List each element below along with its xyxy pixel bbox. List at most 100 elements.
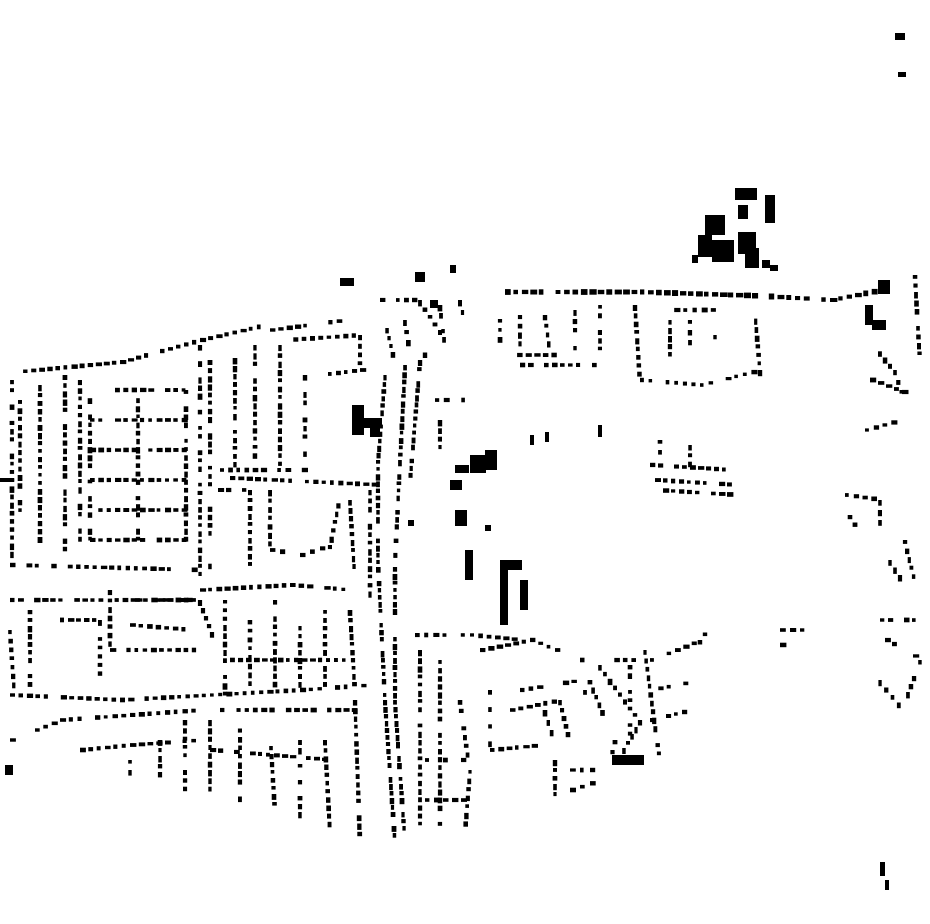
house (298, 674, 302, 679)
house (252, 467, 259, 473)
house (598, 305, 602, 309)
large-building (370, 425, 380, 437)
house (71, 364, 78, 369)
house (442, 633, 447, 637)
house (183, 414, 189, 420)
house (398, 460, 402, 467)
house (158, 567, 165, 571)
house (183, 390, 189, 394)
house (664, 290, 671, 296)
house (757, 361, 761, 366)
house (893, 567, 897, 574)
house (460, 310, 465, 315)
house (253, 378, 257, 384)
house (418, 731, 422, 739)
house (182, 739, 187, 743)
house (87, 363, 94, 368)
house (107, 598, 113, 603)
house (246, 476, 253, 481)
house (98, 598, 104, 602)
house (88, 747, 94, 752)
house (63, 432, 67, 438)
house (862, 495, 868, 500)
house (156, 537, 163, 543)
house (418, 707, 422, 713)
house (248, 672, 252, 679)
house (90, 478, 95, 482)
house (310, 658, 316, 662)
house (303, 323, 307, 328)
house (218, 748, 224, 753)
building (530, 435, 534, 445)
house (280, 478, 285, 483)
house (399, 784, 403, 790)
house (142, 566, 147, 571)
house (361, 683, 367, 688)
house (394, 524, 399, 530)
house (77, 380, 82, 386)
house (157, 740, 163, 746)
house (140, 387, 147, 393)
house (76, 618, 81, 622)
house (207, 376, 213, 383)
house (847, 515, 853, 520)
house (411, 437, 416, 444)
house (636, 363, 642, 368)
house (396, 488, 401, 493)
house (23, 369, 28, 373)
house (216, 586, 223, 592)
house (757, 370, 763, 377)
house (247, 637, 253, 643)
house (269, 707, 275, 713)
house (335, 334, 340, 339)
house (350, 658, 356, 663)
house (131, 447, 138, 453)
house (301, 336, 307, 341)
house (63, 383, 67, 388)
house (904, 617, 910, 623)
house (252, 395, 258, 402)
house (777, 294, 785, 300)
house (614, 289, 622, 295)
house (90, 598, 95, 602)
house (393, 672, 397, 678)
house (242, 488, 247, 492)
house (648, 379, 653, 383)
house (148, 388, 155, 392)
house (691, 641, 697, 646)
house (612, 740, 618, 745)
house (914, 300, 919, 307)
house (206, 624, 212, 629)
house (404, 330, 409, 335)
house (418, 658, 422, 665)
house (438, 445, 442, 450)
house (442, 337, 446, 343)
house (248, 681, 252, 686)
house (222, 608, 227, 613)
house (679, 479, 685, 484)
house (378, 431, 383, 437)
house (210, 748, 217, 753)
house (598, 313, 602, 319)
house (358, 343, 362, 349)
house (634, 330, 640, 334)
house (282, 754, 289, 758)
house (486, 634, 492, 639)
house (173, 508, 179, 512)
house (305, 479, 309, 484)
house (329, 536, 334, 543)
house (704, 291, 709, 297)
house (627, 698, 633, 702)
house (650, 700, 654, 707)
house (755, 344, 761, 349)
house (393, 637, 397, 642)
house (269, 754, 274, 760)
house (634, 727, 638, 734)
house (417, 723, 423, 728)
house (367, 523, 373, 530)
house (150, 647, 157, 653)
house (438, 428, 442, 434)
house (107, 632, 113, 639)
house (417, 699, 423, 703)
house (286, 658, 290, 662)
